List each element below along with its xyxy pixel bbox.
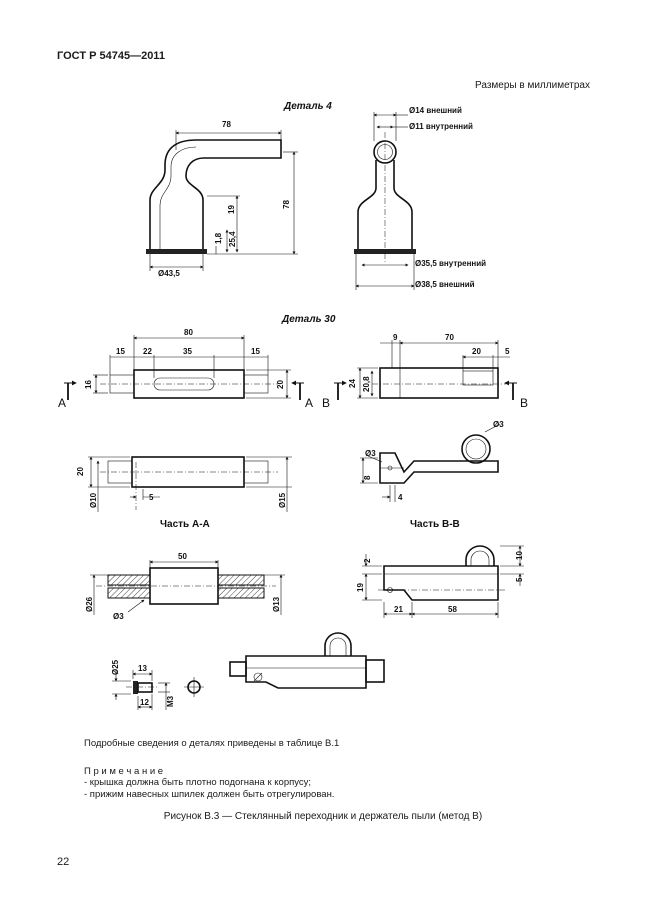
dim-8: 8 [363,475,372,480]
dim-5-c: 5 [515,577,524,582]
dim-22: 22 [143,347,152,356]
note-heading: П р и м е ч а н и е [84,766,164,777]
page-number: 22 [57,856,70,868]
cut-label-a-left: A [58,396,66,410]
dim-5: 5 [505,347,510,356]
dim-15-a: 15 [116,347,125,356]
dim-d3-b: Ø3 [365,449,376,458]
dim-78-top: 78 [222,120,231,129]
figure-caption: Рисунок В.3 — Стеклянный переходник и де… [163,811,483,822]
dim-2: 2 [363,558,372,563]
dim-d14-ext: Ø14 внешний [409,106,462,115]
units-note: Размеры в миллиметрах [475,80,590,91]
dim-25-4: 25,4 [228,231,237,247]
cut-label-b-right: B [520,396,528,410]
cut-label-b-left: B [322,396,330,410]
dim-15-b: 15 [251,347,260,356]
dim-m3: M3 [166,695,175,707]
detail30-top-view [64,335,304,400]
note-item-1: - крышка должна быть плотно подогнана к … [84,777,312,788]
dim-78-side: 78 [282,200,291,209]
detail4-title: Деталь 4 [283,101,332,112]
dim-d10: Ø10 [89,492,98,508]
dim-5-b: 5 [149,493,154,502]
dim-19: 19 [227,205,236,214]
dim-d15: Ø15 [278,492,287,508]
dim-d26: Ø26 [85,596,94,612]
section-aa-drawing [88,456,292,512]
dim-d38-5-ext: Ø38,5 внешний [415,280,475,289]
dim-20: 20 [276,380,285,389]
loop-side-view [362,545,524,618]
hatched-section-view [90,560,285,615]
dim-20-b: 20 [472,347,481,356]
dim-70: 70 [445,333,454,342]
dim-13-b: 13 [138,664,147,673]
dim-24: 24 [348,379,357,388]
dim-20-c: 20 [76,467,85,476]
dim-12: 12 [140,698,149,707]
dim-d11-int: Ø11 внутренний [409,122,473,131]
detail30-title: Деталь 30 [281,314,336,325]
dim-d43-5: Ø43,5 [158,269,180,278]
dim-d3-c: Ø3 [113,612,124,621]
dim-d3-a: Ø3 [493,420,504,429]
cut-label-a-right: A [305,396,313,410]
note-item-2: - прижим навесных шпилек должен быть отр… [84,789,335,800]
pin-detail [112,670,204,710]
section-aa-title: Часть А-А [160,519,210,530]
dim-d25: Ø25 [111,659,120,675]
dim-1-8: 1,8 [214,232,223,244]
dim-4: 4 [398,493,403,502]
dim-58: 58 [448,605,457,614]
section-bb-drawing [360,423,501,502]
section-bb-title: Часть В-В [410,519,460,530]
dim-50: 50 [178,552,187,561]
standard-header: ГОСТ Р 54745—2011 [57,50,165,62]
detail4-base-band [146,249,207,254]
detail4-side-view [146,130,298,271]
detail30-side-view [334,340,517,400]
dim-20-8: 20,8 [362,376,371,392]
dim-80: 80 [184,328,193,337]
details-reference: Подробные сведения о деталях приведены в… [84,738,340,749]
dim-d13: Ø13 [272,596,281,612]
dim-21: 21 [394,605,403,614]
dim-35: 35 [183,347,192,356]
dim-16: 16 [84,380,93,389]
assembly-view [229,632,385,689]
dim-10-b: 10 [515,551,524,560]
dim-9: 9 [393,333,398,342]
dim-19-b: 19 [356,583,365,592]
dim-d35-5-int: Ø35,5 внутренний [415,259,486,268]
detail4-front-view [354,112,416,290]
